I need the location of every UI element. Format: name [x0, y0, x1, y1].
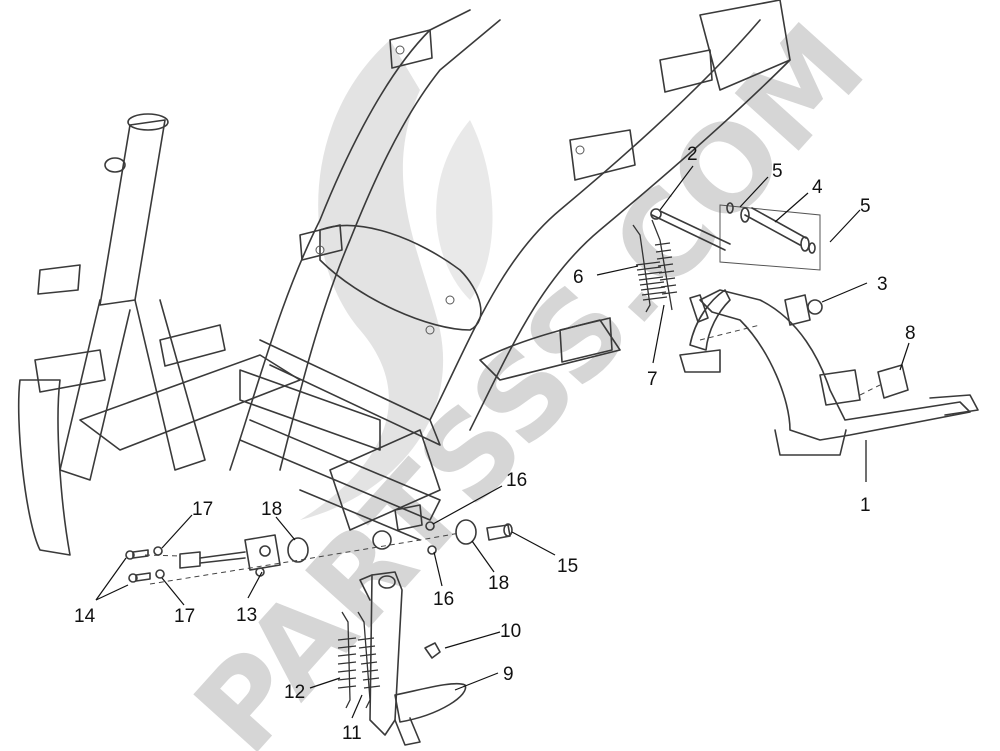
callout-labels: 1 2 3 4 5 5 6 7 8 9 10 11 12 13 14 15 16…: [74, 144, 916, 744]
callout-14: 14: [74, 606, 96, 627]
callout-13: 13: [236, 605, 257, 626]
callout-4: 4: [812, 177, 823, 198]
callout-10: 10: [500, 621, 521, 642]
callout-1: 1: [860, 495, 871, 516]
callout-8: 8: [905, 323, 916, 344]
watermark: PARTSSS.COM: [168, 0, 891, 751]
pivot-small-parts: [287, 519, 513, 563]
side-stand: [337, 571, 467, 746]
scooter-frame: [17, 0, 791, 556]
callout-11: 11: [342, 723, 362, 744]
callout-5-left: 5: [772, 161, 783, 182]
center-stand: [679, 289, 979, 456]
watermark-logo-swirl-2: [436, 120, 493, 300]
callout-15: 15: [557, 556, 578, 577]
callout-16-top: 16: [506, 470, 527, 491]
stand-springs: [632, 219, 678, 313]
callout-12: 12: [284, 682, 305, 703]
callout-18-right: 18: [488, 573, 509, 594]
callout-5-right: 5: [860, 196, 871, 217]
callout-9: 9: [503, 664, 514, 685]
callout-6: 6: [573, 267, 584, 288]
callout-3: 3: [877, 274, 888, 295]
callout-17-top: 17: [192, 499, 213, 520]
watermark-text: PARTSSS.COM: [168, 0, 891, 751]
leader-lines: [95, 165, 910, 719]
callout-2: 2: [687, 144, 698, 165]
callout-7: 7: [647, 369, 658, 390]
callout-16-bottom: 16: [433, 589, 454, 610]
stand-stop-pad: [877, 364, 909, 399]
callout-17-bottom: 17: [174, 606, 195, 627]
side-stand-switch: [125, 534, 281, 583]
assembly-lines: [144, 324, 881, 585]
callout-18-left: 18: [261, 499, 282, 520]
watermark-logo-swirl: [300, 40, 444, 520]
